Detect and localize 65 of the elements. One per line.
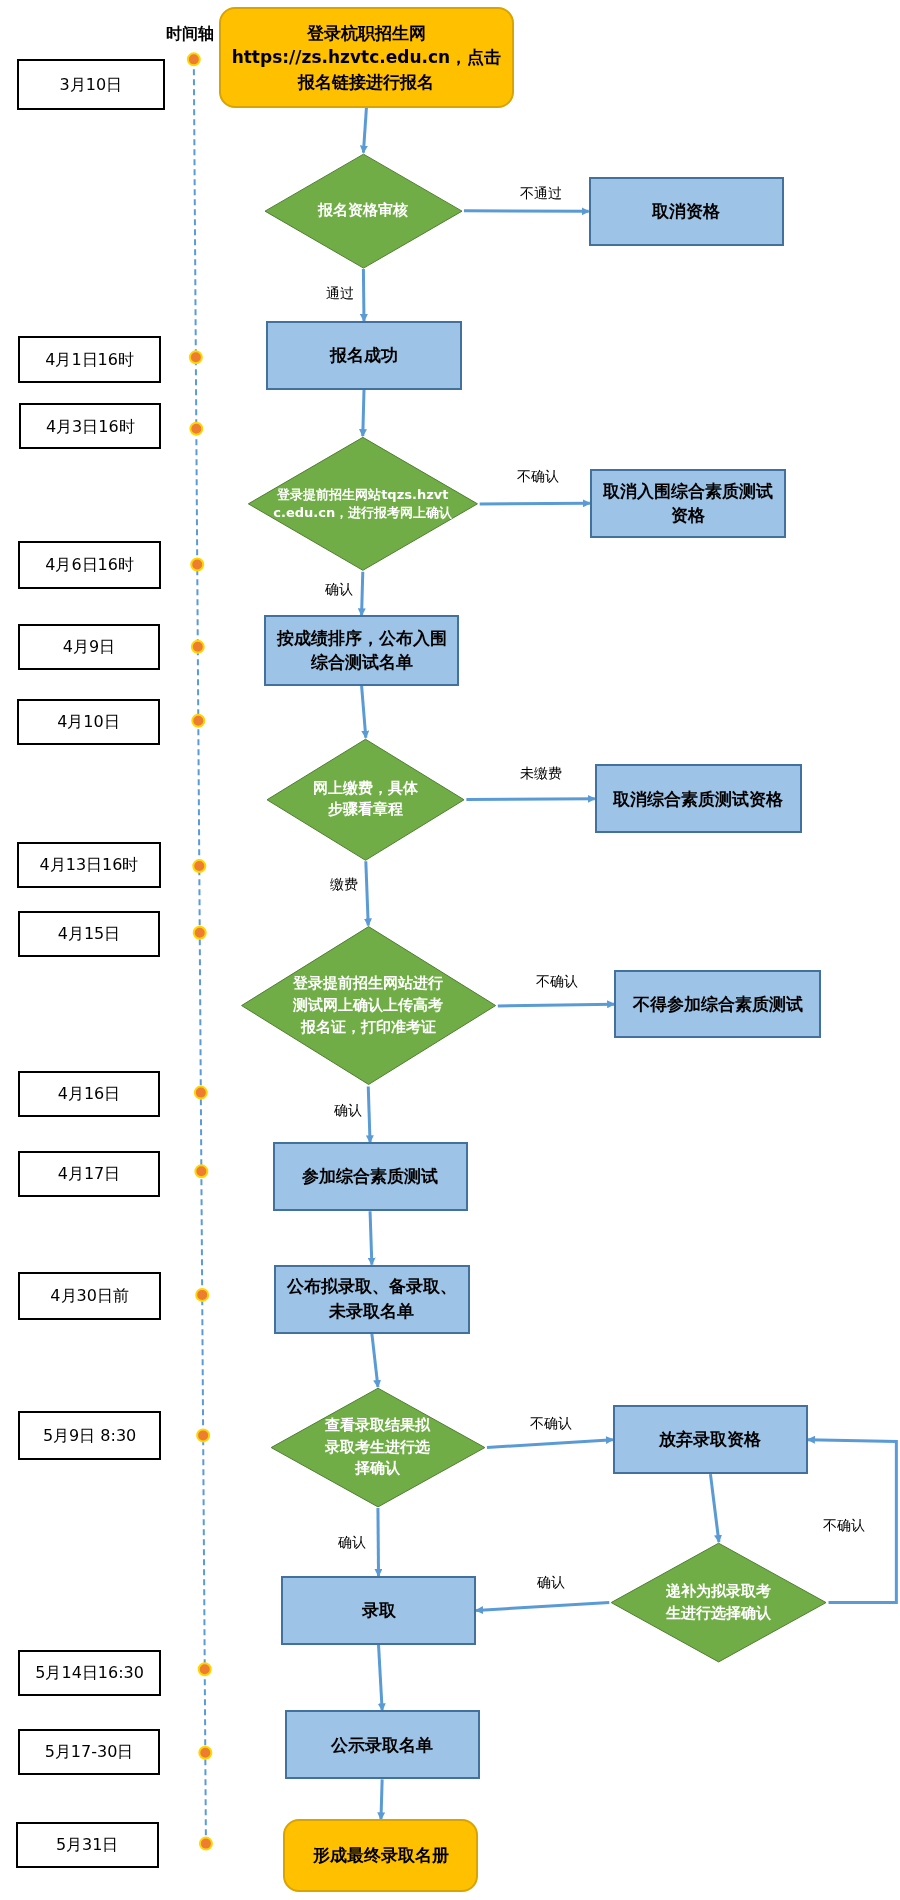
date-box: 5月17-30日 xyxy=(18,1728,160,1775)
date-box: 4月9日 xyxy=(18,623,160,670)
arrow xyxy=(497,1000,616,1009)
arrow xyxy=(359,107,368,154)
edge-label: 不确认 xyxy=(821,1517,868,1536)
decision-diamond: 登录提前招生网站tqzs.hzvtc.edu.cn，进行报考网上确认 xyxy=(245,436,480,572)
date-box: 4月1日16时 xyxy=(18,335,162,383)
arrow xyxy=(486,1436,614,1449)
process-box: 参加综合素质测试 xyxy=(272,1142,468,1212)
process-box: 取消入围综合素质测试资格 xyxy=(589,468,787,538)
process-box: 录取 xyxy=(281,1575,477,1645)
arrow xyxy=(357,571,366,617)
arrow xyxy=(365,1086,374,1144)
arrow xyxy=(466,794,596,803)
edge-label: 不确认 xyxy=(534,973,581,992)
date-box: 4月6日16时 xyxy=(18,541,162,589)
date-box: 4月17日 xyxy=(18,1150,160,1197)
date-box: 4月10日 xyxy=(16,698,160,745)
edge-label: 不确认 xyxy=(514,468,561,487)
arrow xyxy=(463,207,590,216)
process-box: 公示录取名单 xyxy=(284,1710,480,1780)
decision-diamond: 报名资格审核 xyxy=(262,152,464,269)
date-box: 4月13日16时 xyxy=(16,841,162,888)
date-box: 4月3日16时 xyxy=(19,403,162,450)
arrow xyxy=(358,390,367,438)
edge-label: 确认 xyxy=(323,580,356,599)
arrow xyxy=(370,1333,382,1388)
date-box: 5月14日16:30 xyxy=(18,1649,162,1696)
edge-label: 不确认 xyxy=(528,1415,575,1434)
decision-diamond: 递补为拟录取考生进行选择确认 xyxy=(609,1542,829,1664)
process-box: 报名成功 xyxy=(266,321,462,390)
date-box: 5月31日 xyxy=(15,1821,159,1868)
decision-diamond: 查看录取结果拟录取考生进行选择确认 xyxy=(268,1386,487,1509)
arrow xyxy=(360,685,370,739)
edge-label: 确认 xyxy=(535,1574,568,1593)
process-box: 取消资格 xyxy=(588,176,784,246)
edge-label: 确认 xyxy=(331,1101,364,1120)
arrow xyxy=(377,1644,386,1712)
arrow xyxy=(475,1601,610,1614)
process-box: 取消综合素质测试资格 xyxy=(594,764,802,834)
date-box: 4月15日 xyxy=(18,910,160,957)
arrow xyxy=(708,1473,722,1543)
arrow xyxy=(806,1435,898,1605)
arrow xyxy=(359,268,368,322)
decision-diamond: 网上缴费，具体步骤看章程 xyxy=(265,737,467,862)
date-box: 5月9日 8:30 xyxy=(18,1411,162,1460)
date-box: 4月16日 xyxy=(18,1070,160,1117)
terminal-box: 登录杭职招生网https://zs.hzvtc.edu.cn，点击报名链接进行报名 xyxy=(219,7,514,108)
date-box: 3月10日 xyxy=(16,59,165,111)
arrow xyxy=(374,1508,383,1577)
process-box: 按成绩排序，公布入围综合测试名单 xyxy=(264,615,460,686)
edge-label: 不通过 xyxy=(518,184,565,203)
date-box: 4月30日前 xyxy=(18,1271,162,1321)
edge-label: 未缴费 xyxy=(518,765,565,783)
process-box: 放弃录取资格 xyxy=(612,1405,808,1475)
edge-label: 确认 xyxy=(336,1534,369,1553)
decision-diamond: 登录提前招生网站进行测试网上确认上传高考报名证，打印准考证 xyxy=(238,925,498,1087)
axis-title: 时间轴 xyxy=(164,23,217,45)
process-box: 公布拟录取、备录取、未录取名单 xyxy=(273,1264,470,1334)
arrow xyxy=(364,861,372,927)
terminal-box: 形成最终录取名册 xyxy=(283,1819,479,1893)
arrow xyxy=(479,499,591,508)
process-box: 不得参加综合素质测试 xyxy=(614,970,822,1039)
arrow xyxy=(367,1211,376,1266)
arrow xyxy=(377,1779,386,1821)
